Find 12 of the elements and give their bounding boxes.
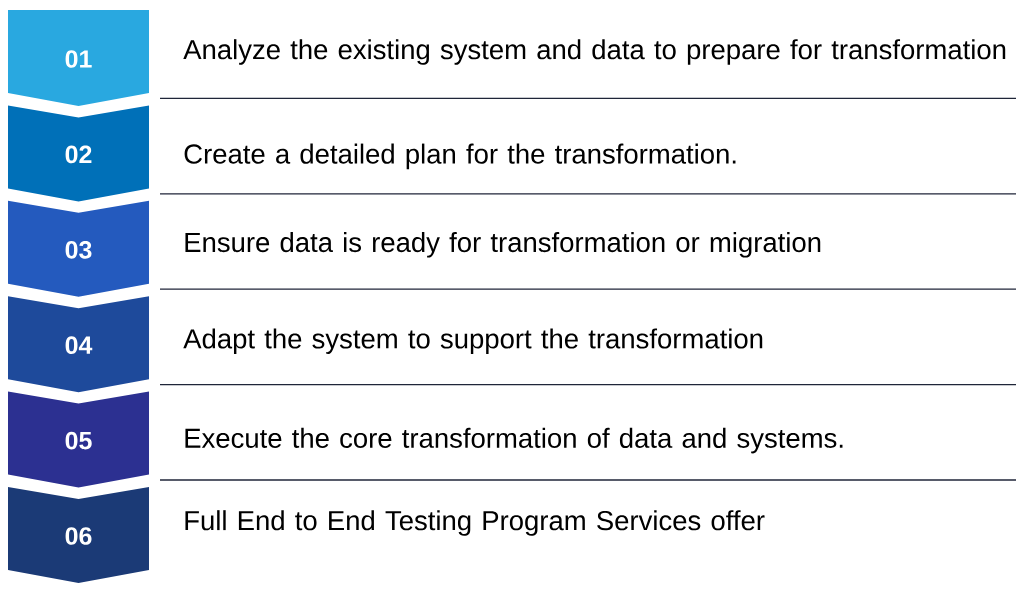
step-description: Execute the core transformation of data and systems. [185,427,843,454]
step-description: Create a detailed plan for the transformation. [184,143,736,170]
chevron-step: 03 [8,200,149,297]
chevron-step: 02 [8,105,149,202]
step-description: Analyze the existing system and data to prepare for transformation [183,39,1006,65]
chevron-step: 01 [8,10,149,106]
chevron-step: 04 [8,296,149,393]
step-description: Full End to End Testing Program Services offer [185,510,765,536]
step-description: Adapt the system to support the transformation [183,328,763,354]
chevron-step: 05 [8,391,149,488]
step-description: Ensure data is ready for transformation or migration [185,232,821,258]
chevron-step: 06 [8,487,149,583]
